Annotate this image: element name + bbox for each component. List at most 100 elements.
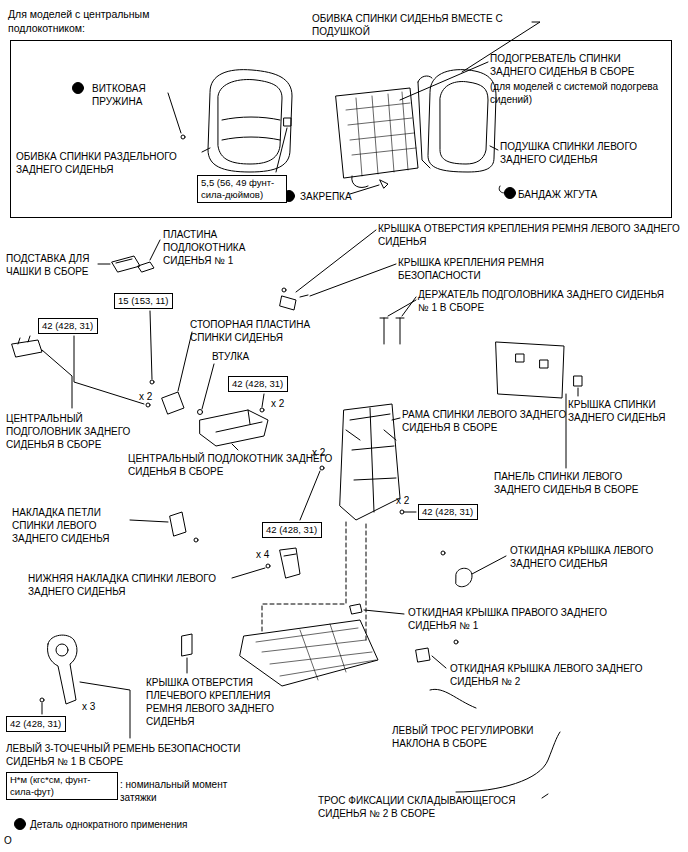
part-label: ПОДСТАВКА ДЛЯ ЧАШКИ В СБОРЕ	[6, 252, 104, 278]
clip	[380, 180, 388, 188]
part-label: ОБИВКА СПИНКИ РАЗДЕЛЬНОГО ЗАДНЕГО СИДЕНЬ…	[16, 150, 201, 176]
back-cover	[574, 376, 582, 386]
leader-line	[202, 364, 214, 409]
torque-value: 5,5 (56, 49 фунт-сила-дюймов)	[201, 177, 283, 201]
frame-members	[256, 624, 376, 680]
bolt	[400, 510, 404, 514]
leader-line	[74, 336, 144, 404]
torque-box: 42 (428, 31)	[418, 504, 478, 520]
leader-line	[168, 93, 181, 133]
seatbelt-retractor	[47, 635, 76, 704]
leader-line	[98, 264, 110, 265]
cover-stitch	[218, 80, 282, 164]
part-label: ОТКИДНАЯ КРЫШКА ЛЕВОГО ЗАДНЕГО СИДЕНЬЯ	[510, 544, 680, 570]
part-label: КРЫШКА ОТВЕРСТИЯ ПЛЕЧЕВОГО КРЕПЛЕНИЯ РЕМ…	[146, 676, 298, 728]
screw	[441, 551, 445, 555]
leader-line	[405, 512, 416, 513]
leader-line	[462, 22, 540, 72]
folding-cover	[456, 568, 472, 587]
torque-box: 42 (428, 31)	[38, 318, 98, 334]
bolt	[320, 466, 324, 470]
part-label: НАКЛАДКА ПЕТЛИ СПИНКИ ЛЕВОГО ЗАДНЕГО СИД…	[12, 506, 127, 545]
leader-line	[232, 444, 238, 450]
quantity-mark: x 2	[271, 397, 284, 410]
coil-spring	[181, 135, 185, 139]
part-label: ЗАКРЕПКА	[300, 190, 352, 203]
stopper-plate	[162, 392, 184, 414]
torque-value: 42 (428, 31)	[42, 320, 94, 332]
lower-cover	[280, 548, 300, 578]
leader-line	[472, 556, 506, 574]
back-panel	[496, 342, 564, 398]
leader-line	[300, 471, 320, 520]
part-label: СТОПОРНАЯ ПЛАСТИНА СПИНКИ СИДЕНЬЯ	[190, 318, 332, 344]
torque-value: 42 (428, 31)	[232, 378, 284, 390]
leader-line	[276, 128, 287, 172]
leader-line	[388, 297, 416, 316]
leader-line	[542, 794, 548, 798]
torque-box: 42 (428, 31)	[262, 522, 322, 538]
quantity-mark: x 2	[139, 390, 152, 403]
seatbelt-retractor	[56, 644, 68, 656]
cover-stitch	[222, 117, 280, 140]
part-label: ОБИВКА СПИНКИ СИДЕНЬЯ ВМЕСТЕ С ПОДУШКОЙ	[312, 12, 540, 38]
quantity-mark: x 4	[256, 548, 269, 561]
alignment-line	[262, 522, 366, 640]
part-label: РАМА СПИНКИ ЛЕВОГО ЗАДНЕГО СИДЕНЬЯ В СБО…	[402, 408, 570, 434]
part-label: КРЫШКА СПИНКИ ЗАДНЕГО СИДЕНЬЯ	[568, 398, 684, 424]
part-label: БАНДАЖ ЖГУТА	[518, 188, 597, 201]
leader-line	[350, 185, 379, 194]
part-label: ЛЕВЫЙ ТРОС РЕГУЛИРОВКИ НАКЛОНА В СБОРЕ	[392, 724, 560, 750]
seatback-frame	[340, 404, 400, 520]
legend-torque-box: Н*м (кгс*см, фунт-сила-фут)	[6, 772, 118, 800]
leader-line	[80, 682, 130, 738]
torque-value: 15 (153, 11)	[118, 295, 169, 307]
part-label: ТРОС ФИКСАЦИИ СКЛАДЫВАЮЩЕГОСЯ СИДЕНЬЯ № …	[318, 794, 550, 820]
leader-line	[490, 146, 498, 150]
torque-box: 42 (428, 31)	[6, 716, 66, 732]
part-label: НИЖНЯЯ НАКЛАДКА СПИНКИ ЛЕВОГО ЗАДНЕГО СИ…	[28, 572, 256, 598]
leader-line	[42, 350, 72, 408]
legend-text: Деталь однократного применения	[30, 818, 187, 831]
leader-line	[400, 62, 488, 100]
seat-heater	[336, 88, 418, 178]
part-label: ЛЕВЫЙ 3-ТОЧЕЧНЫЙ РЕМЕНЬ БЕЗОПАСНОСТИ СИД…	[6, 742, 278, 768]
armrest-plate	[138, 262, 154, 272]
leader-line	[296, 230, 376, 292]
part-label: ВТУЛКА	[212, 350, 249, 363]
leader-line	[566, 394, 567, 468]
part-label: ПОДУШКА СПИНКИ ЛЕВОГО ЗАДНЕГО СИДЕНЬЯ	[500, 140, 672, 166]
quantity-mark: x 2	[396, 494, 409, 507]
cover-stitch	[440, 82, 488, 164]
leader-line	[364, 610, 404, 614]
screw	[194, 538, 198, 542]
bolt	[260, 408, 264, 412]
leader-line	[392, 418, 400, 420]
cup-holder	[116, 259, 132, 263]
leader-line	[310, 264, 396, 296]
screw	[282, 288, 286, 292]
leader-line	[578, 388, 579, 396]
belt-cover	[280, 296, 296, 310]
leader-line	[202, 148, 210, 152]
quantity-mark: x 2	[312, 446, 325, 459]
part-label: ПЛАСТИНА ПОДЛОКОТНИКА СИДЕНЬЯ № 1	[163, 228, 263, 267]
part-label: (для моделей с системой подогрева сидени…	[490, 80, 662, 106]
bushing	[198, 410, 203, 415]
recline-cable	[430, 689, 476, 708]
folding-cover	[416, 648, 430, 662]
group-heading: Для моделей с центральным подлокотником:	[8, 7, 208, 35]
torque-box: 15 (153, 11)	[114, 293, 173, 309]
leader-line	[262, 394, 264, 407]
figure-code: O	[4, 834, 12, 847]
part-label: ДЕРЖАТЕЛЬ ПОДГОЛОВНИКА ЗАДНЕГО СИДЕНЬЯ №…	[418, 288, 676, 314]
panel-holes	[516, 354, 548, 368]
one-time-dot	[505, 188, 516, 199]
torque-value: Н*м (кгс*см, фунт-сила-фут)	[10, 774, 114, 798]
seatback-cover	[208, 70, 292, 172]
part-label: ЦЕНТРАЛЬНЫЙ ПОДЛОКОТНИК ЗАДНЕГО СИДЕНЬЯ …	[128, 452, 336, 478]
leader-line	[150, 311, 152, 379]
leader-line	[150, 240, 160, 260]
belt-cover	[300, 295, 308, 297]
